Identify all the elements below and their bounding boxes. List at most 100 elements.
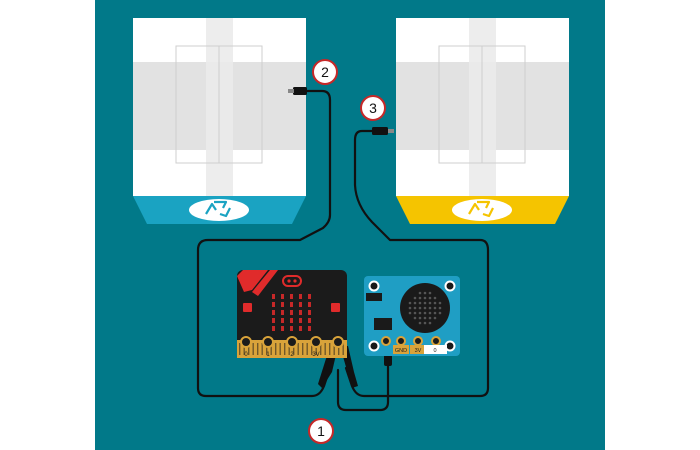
grille-hole xyxy=(428,301,432,305)
edge-pad-gap xyxy=(338,343,340,355)
right-bin xyxy=(396,18,569,224)
left-bin-lid-flaps xyxy=(175,45,263,164)
led xyxy=(290,294,293,299)
sensor-pin-label: GND xyxy=(395,348,407,354)
edge-pad-gap xyxy=(270,343,272,355)
grille-hole xyxy=(413,316,417,320)
edge-pad-gap xyxy=(279,343,281,355)
microbit-pin-hole[interactable] xyxy=(286,336,298,348)
left-bin xyxy=(133,18,306,224)
grille-hole xyxy=(433,311,437,315)
grille-hole xyxy=(433,306,437,310)
grille-hole xyxy=(433,296,437,300)
led xyxy=(281,310,284,315)
grille-hole xyxy=(418,301,422,305)
microbit-logo xyxy=(282,275,302,287)
edge-pad-gap xyxy=(288,343,290,355)
led xyxy=(290,302,293,307)
sensor-component xyxy=(374,318,392,330)
left-servo-plug xyxy=(293,87,307,95)
grille-hole xyxy=(418,296,422,300)
edge-pad-gap xyxy=(329,343,331,355)
grille-hole xyxy=(438,311,442,315)
callout-2-number: 2 xyxy=(321,64,329,80)
servo-cable-right xyxy=(344,129,490,398)
grille-hole xyxy=(433,316,437,320)
led xyxy=(299,326,302,331)
sensor-pin-label: 0 xyxy=(433,348,436,354)
led xyxy=(272,302,275,307)
led xyxy=(308,310,311,315)
microbit-pin-label: 0 xyxy=(244,352,248,358)
callout-2: 2 xyxy=(312,59,338,85)
microbit-pin-label: 3V xyxy=(312,352,319,358)
led xyxy=(281,318,284,323)
microbit-pin-hole[interactable] xyxy=(240,336,252,348)
button-a[interactable] xyxy=(243,303,252,312)
grille-hole xyxy=(438,301,442,305)
grille-hole xyxy=(418,316,422,320)
grille-hole xyxy=(423,311,427,315)
microbit-corner-accent xyxy=(237,270,268,292)
grille-hole xyxy=(438,306,442,310)
edge-pad-gap xyxy=(333,343,335,355)
sensor-pin-label-box xyxy=(410,345,426,354)
grille-hole xyxy=(428,321,432,325)
led xyxy=(272,294,275,299)
led xyxy=(281,302,284,307)
edge-pad-gap xyxy=(302,343,304,355)
grille-hole xyxy=(423,291,427,295)
led xyxy=(281,294,284,299)
led xyxy=(299,310,302,315)
recycle-icon xyxy=(452,199,512,221)
grille-hole xyxy=(413,306,417,310)
grille-hole xyxy=(408,311,412,315)
sensor-pin-label-box xyxy=(424,345,447,354)
led xyxy=(308,294,311,299)
edge-pad-gap xyxy=(261,343,263,355)
microbit-pin-label: 1 xyxy=(266,352,270,358)
right-bin-lid-flaps xyxy=(438,45,526,164)
callout-1-number: 1 xyxy=(317,423,325,439)
grille-hole xyxy=(428,316,432,320)
grille-hole xyxy=(428,311,432,315)
sensor-chip xyxy=(366,293,382,301)
grille-hole xyxy=(418,311,422,315)
microbit-edge-connector: 0 1 2 3V xyxy=(237,336,347,358)
edge-pad-gap xyxy=(248,343,250,355)
edge-pad-gap xyxy=(284,343,286,355)
led xyxy=(308,302,311,307)
grille-hole xyxy=(433,301,437,305)
microbit-pin-hole[interactable] xyxy=(262,336,274,348)
grille-hole xyxy=(418,321,422,325)
led xyxy=(308,318,311,323)
led xyxy=(290,310,293,315)
microbit-pin-hole[interactable] xyxy=(332,336,344,348)
led xyxy=(299,318,302,323)
grille-hole xyxy=(408,301,412,305)
button-b[interactable] xyxy=(331,303,340,312)
callout-1: 1 xyxy=(308,418,334,444)
grille-hole xyxy=(408,306,412,310)
sensor-pin-hole[interactable] xyxy=(381,336,391,346)
led xyxy=(299,294,302,299)
led-matrix xyxy=(272,294,311,331)
led xyxy=(299,302,302,307)
edge-pad-gap xyxy=(275,343,277,355)
sensor-pin-hole[interactable] xyxy=(431,336,441,346)
sensor-pin-hole[interactable] xyxy=(413,336,423,346)
speaker-grille xyxy=(408,291,442,325)
sensor-pin-label: 3V xyxy=(415,348,422,354)
sensor-pin-hole[interactable] xyxy=(396,336,406,346)
edge-pad-gap xyxy=(243,343,245,355)
microbit-pin-label: 2 xyxy=(290,352,294,358)
grille-hole xyxy=(423,301,427,305)
sensor-pin-header: GND 3V 0 xyxy=(381,336,447,354)
led xyxy=(290,326,293,331)
microbit-pin-hole[interactable] xyxy=(310,336,322,348)
led xyxy=(290,318,293,323)
led xyxy=(308,326,311,331)
edge-pad-gap xyxy=(311,343,313,355)
grille-hole xyxy=(413,296,417,300)
